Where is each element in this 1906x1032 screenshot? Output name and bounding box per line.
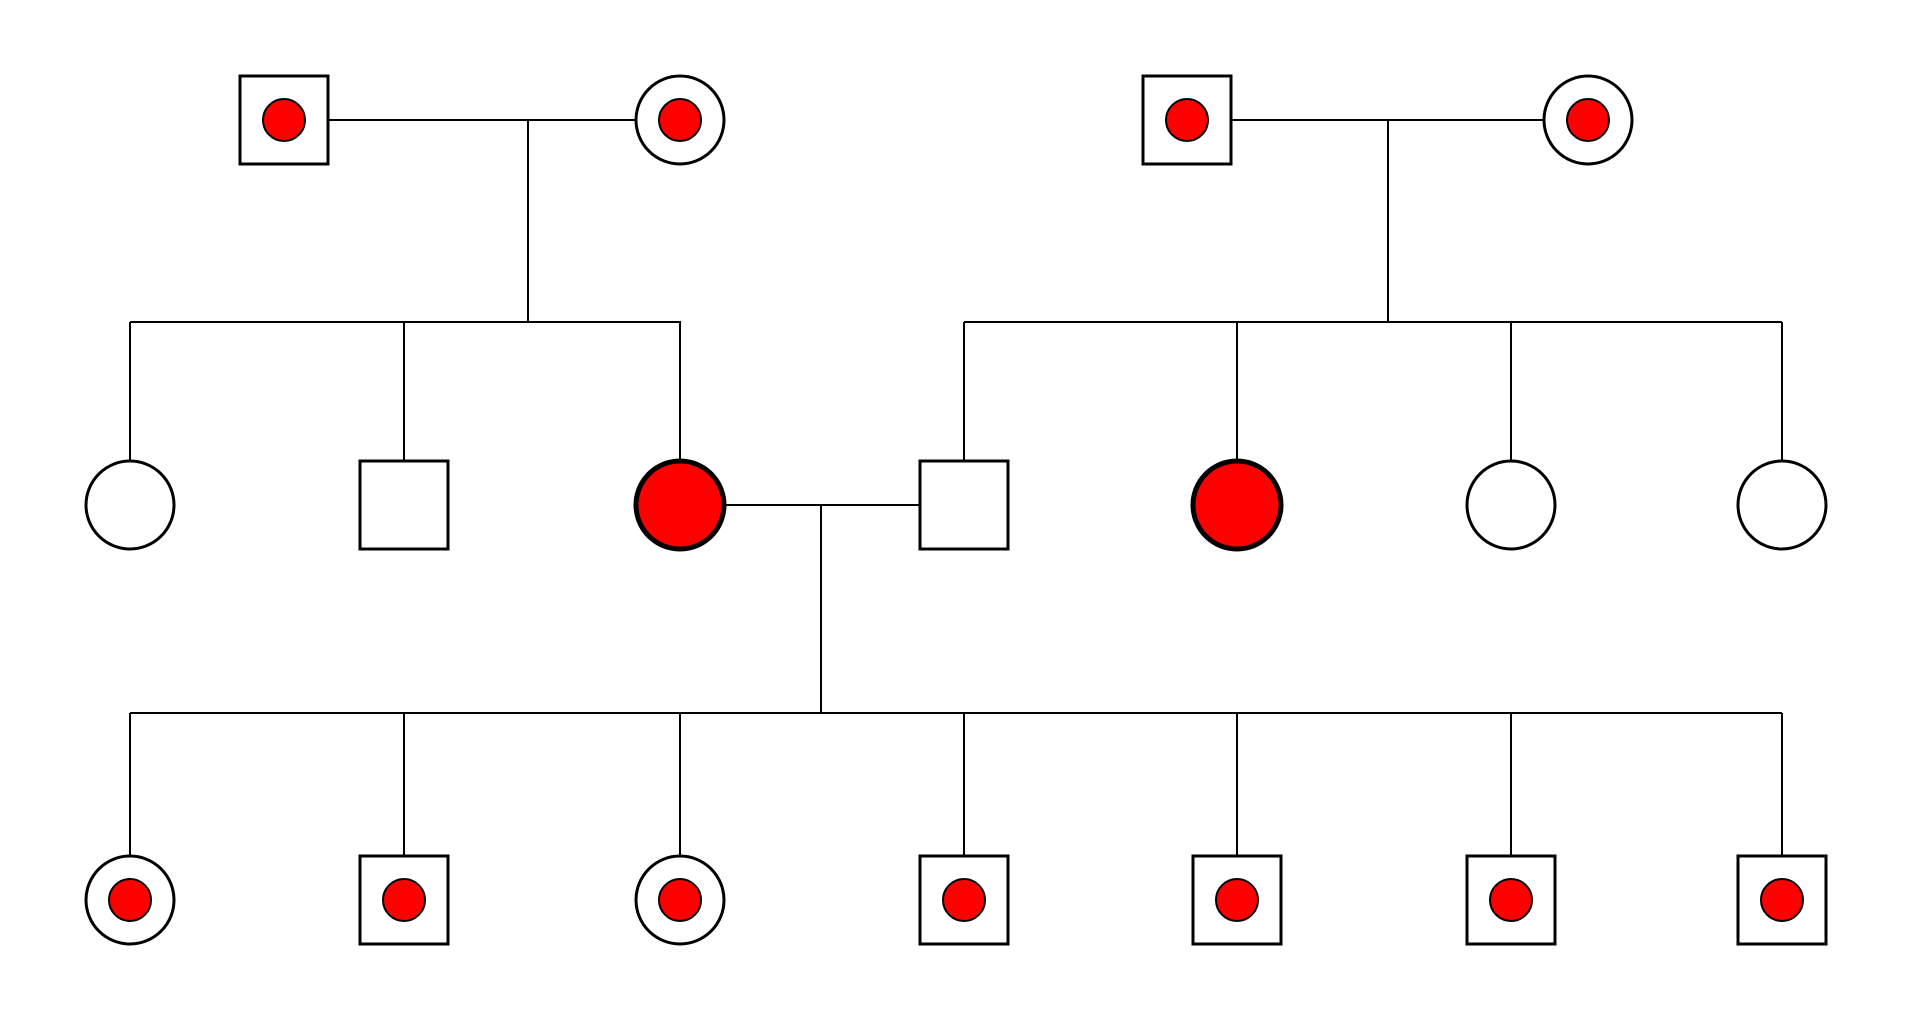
carrier-dot bbox=[658, 878, 702, 922]
individual-I-1-square-carrier bbox=[238, 74, 330, 166]
circle-symbol bbox=[84, 459, 176, 551]
individual-I-2-circle-carrier bbox=[634, 74, 726, 166]
individual-III-1-circle-carrier bbox=[84, 854, 176, 946]
individual-III-3-circle-carrier bbox=[634, 854, 726, 946]
square-symbol bbox=[1141, 74, 1233, 166]
carrier-dot bbox=[1165, 98, 1209, 142]
circle-symbol bbox=[633, 458, 727, 552]
individual-II-1-circle-unaffected bbox=[84, 459, 176, 551]
circle-symbol bbox=[1190, 458, 1284, 552]
carrier-dot bbox=[1215, 878, 1259, 922]
carrier-dot bbox=[262, 98, 306, 142]
individual-III-4-square-carrier bbox=[918, 854, 1010, 946]
individual-I-3-square-carrier bbox=[1141, 74, 1233, 166]
individual-III-7-square-carrier bbox=[1736, 854, 1828, 946]
individual-II-4-square-unaffected bbox=[918, 459, 1010, 551]
carrier-dot bbox=[658, 98, 702, 142]
individual-II-6-circle-unaffected bbox=[1465, 459, 1557, 551]
square-symbol bbox=[1736, 854, 1828, 946]
individual-II-3-circle-affected bbox=[633, 458, 727, 552]
square-symbol bbox=[918, 459, 1010, 551]
carrier-dot bbox=[108, 878, 152, 922]
individual-I-4-circle-carrier bbox=[1542, 74, 1634, 166]
individual-II-7-circle-unaffected bbox=[1736, 459, 1828, 551]
carrier-dot bbox=[382, 878, 426, 922]
circle-symbol bbox=[1465, 459, 1557, 551]
carrier-dot bbox=[1760, 878, 1804, 922]
circle-symbol bbox=[1736, 459, 1828, 551]
carrier-dot bbox=[942, 878, 986, 922]
individual-II-2-square-unaffected bbox=[358, 459, 450, 551]
carrier-dot bbox=[1489, 878, 1533, 922]
individual-II-5-circle-affected bbox=[1190, 458, 1284, 552]
individual-III-5-square-carrier bbox=[1191, 854, 1283, 946]
individual-III-6-square-carrier bbox=[1465, 854, 1557, 946]
square-symbol bbox=[358, 459, 450, 551]
carrier-dot bbox=[1566, 98, 1610, 142]
individual-III-2-square-carrier bbox=[358, 854, 450, 946]
